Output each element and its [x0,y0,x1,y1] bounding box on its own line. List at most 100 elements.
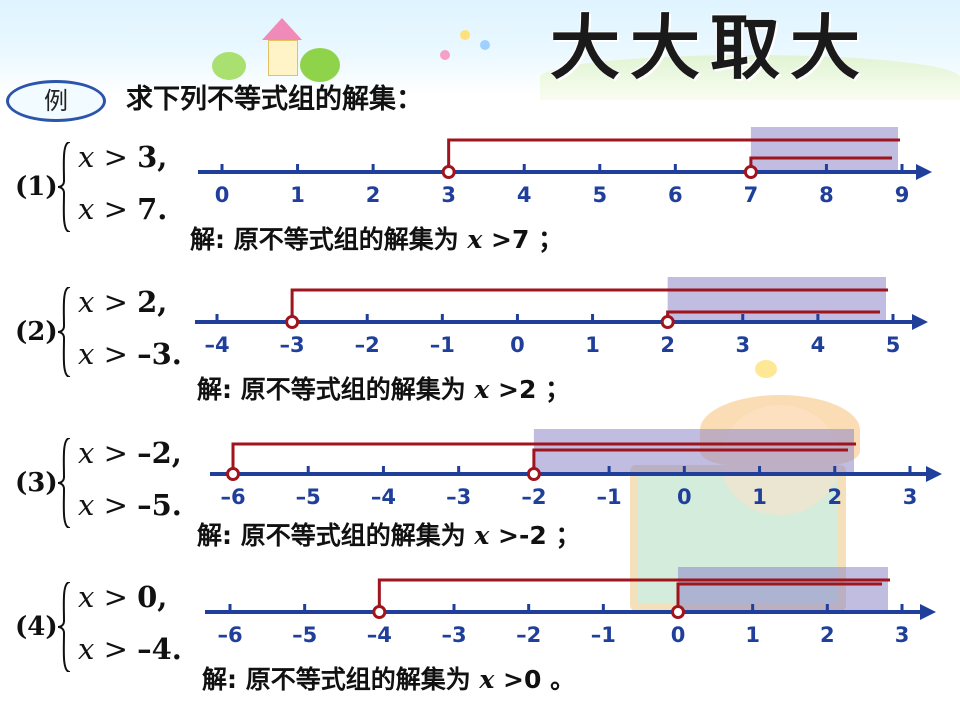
axis-arrow-icon [912,314,928,330]
open-endpoint-icon [285,315,300,329]
solution-relation: >7 [491,225,530,254]
left-brace-icon [58,287,71,377]
ineq-variable: x [78,632,95,666]
tick-label: 8 [819,183,834,207]
open-endpoint-icon [441,165,456,179]
inequality-2: x > 7. [78,192,167,226]
left-brace-icon [58,582,71,672]
tick-label: –2 [521,485,546,509]
inequality-1: x > 3, [78,140,167,174]
tree-illustration [212,52,246,80]
solution-variable: x [474,521,490,550]
tick-label: 1 [585,333,600,357]
inequality-2: x > –5. [78,488,182,522]
ineq-operator: > [103,140,128,174]
solution-relation: >0 [503,665,542,694]
left-brace-icon [58,438,71,528]
ineq-variable: x [78,140,95,174]
tick-label: 0 [510,333,525,357]
tick-label: –5 [296,485,321,509]
problem-label: (3) [15,468,58,498]
open-endpoint-icon [743,165,758,179]
ineq-variable: x [78,285,95,319]
house-illustration [262,18,302,76]
solution-punct: ； [545,375,571,404]
solution-ray [290,288,888,316]
solution-ray [749,156,892,166]
ineq-value: 0 [137,580,158,614]
inequality-2: x > –4. [78,632,182,666]
solution-variable: x [467,225,483,254]
ineq-variable: x [78,436,95,470]
ineq-punct: , [157,285,168,319]
solution-ray [447,138,900,166]
solution-shading [667,277,886,322]
tick-label: 2 [366,183,381,207]
ineq-punct: . [171,337,182,371]
tick-label: –4 [371,485,396,509]
problem-label: (1) [15,172,58,202]
inequality-system: (1) x > 3, x > 7. [0,140,200,250]
ineq-value: –5 [137,488,172,522]
tick-label: 0 [215,183,230,207]
flower-illustration [440,50,450,60]
solution-prefix: 解: 原不等式组的解集为 [197,375,466,404]
example-badge: 例 [6,80,106,122]
intro-text: 求下列不等式组的解集： [126,84,423,115]
solution-prefix: 解: 原不等式组的解集为 [202,665,471,694]
tick-label: 2 [820,623,835,647]
tick-label: –3 [441,623,466,647]
ineq-operator: > [103,192,128,226]
tick-label: 1 [752,485,767,509]
tick-label: –4 [367,623,392,647]
inequality-system: (4) x > 0, x > –4. [0,580,200,690]
open-endpoint-icon [660,315,675,329]
problem-label: (4) [15,612,58,642]
solution-variable: x [479,665,495,694]
solution-punct: ； [555,521,581,550]
solution-punct: ； [538,225,564,254]
solution-variable: x [474,375,490,404]
tick-label: 7 [744,183,759,207]
axis-arrow-icon [926,466,942,482]
solution-statement: 解: 原不等式组的解集为 x >7 ； [190,224,563,256]
tick-label: –6 [220,485,245,509]
tick-label: 9 [895,183,910,207]
ineq-operator: > [103,436,128,470]
axis-arrow-icon [920,604,936,620]
tick-label: 3 [895,623,910,647]
tick-label: –1 [430,333,455,357]
ineq-operator: > [103,285,128,319]
ineq-value: 3 [137,140,158,174]
ineq-operator: > [103,337,128,371]
bird-illustration [755,360,777,378]
solution-statement: 解: 原不等式组的解集为 x >2 ； [197,374,570,406]
tick-label: 3 [441,183,456,207]
ineq-variable: x [78,192,95,226]
open-endpoint-icon [372,605,387,619]
ineq-variable: x [78,337,95,371]
solution-punct: 。 [550,665,576,694]
tick-label: 4 [517,183,532,207]
solution-ray [231,442,856,468]
tree-illustration [300,48,340,82]
ineq-punct: . [171,632,182,666]
tick-label: 2 [660,333,675,357]
solution-ray [666,310,880,316]
tick-label: 1 [290,183,305,207]
tick-label: 1 [745,623,760,647]
axis-arrow-icon [916,164,932,180]
ineq-punct: . [171,488,182,522]
hill-decoration [540,55,960,100]
tick-label: –3 [280,333,305,357]
ineq-punct: , [157,580,168,614]
tick-label: 0 [677,485,692,509]
open-endpoint-icon [526,467,541,481]
solution-prefix: 解: 原不等式组的解集为 [190,225,459,254]
tick-label: 4 [811,333,826,357]
tick-label: 3 [735,333,750,357]
ineq-operator: > [103,632,128,666]
